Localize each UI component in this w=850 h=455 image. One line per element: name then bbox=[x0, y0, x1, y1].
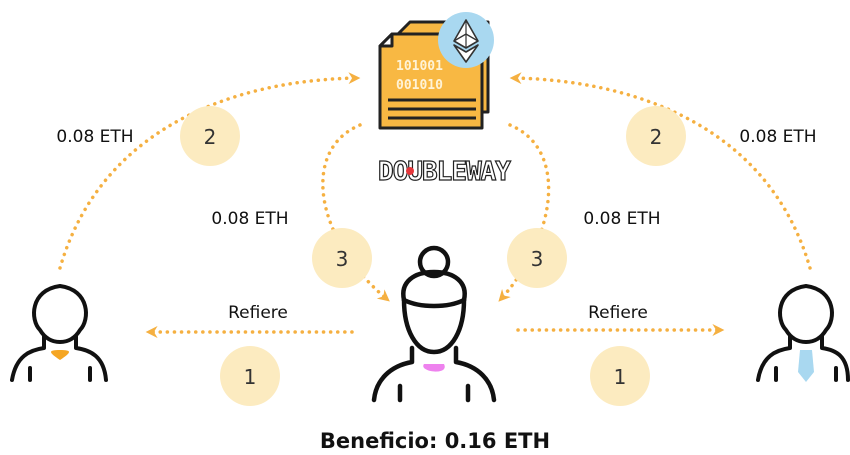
step-number: 3 bbox=[336, 247, 349, 271]
step-circle-right-refer: 1 bbox=[590, 346, 650, 406]
right-person-icon bbox=[756, 284, 850, 382]
payout-label-left-outer: 0.08 ETH bbox=[56, 127, 133, 147]
left-person-icon bbox=[10, 284, 108, 382]
step-circle-right-return: 3 bbox=[507, 228, 567, 288]
benefit-label: Beneficio: 0.16 ETH bbox=[320, 429, 550, 453]
step-number: 1 bbox=[244, 365, 257, 389]
payout-label-left-inner: 0.08 ETH bbox=[211, 209, 288, 229]
doubleway-logo-text: DOUBLEWAY bbox=[378, 157, 511, 187]
code-line-1: 101001 bbox=[396, 59, 443, 74]
step-circle-right-pay: 2 bbox=[626, 106, 686, 166]
ethereum-icon bbox=[438, 12, 494, 68]
step-circle-left-refer: 1 bbox=[220, 346, 280, 406]
arrow-left-person-to-contract bbox=[58, 72, 361, 270]
smart-contract-document-icon: 101001 001010 bbox=[378, 12, 494, 130]
refers-label-left: Refiere bbox=[228, 303, 288, 323]
doubleway-logo: DOUBLEWAY bbox=[377, 156, 512, 187]
step-circle-left-return: 3 bbox=[312, 228, 372, 288]
arrow-right-person-to-contract bbox=[509, 72, 812, 270]
step-circle-left-pay: 2 bbox=[180, 106, 240, 166]
payout-label-right-inner: 0.08 ETH bbox=[583, 209, 660, 229]
refers-label-right: Refiere bbox=[588, 303, 648, 323]
payout-label-right-outer: 0.08 ETH bbox=[739, 127, 816, 147]
step-number: 2 bbox=[650, 125, 663, 149]
code-line-2: 001010 bbox=[396, 78, 443, 93]
doubleway-logo-dot bbox=[406, 167, 414, 175]
center-person-icon bbox=[371, 245, 497, 403]
arrow-contract-to-center-right bbox=[498, 123, 551, 302]
step-number: 2 bbox=[204, 125, 217, 149]
step-number: 1 bbox=[614, 365, 627, 389]
step-number: 3 bbox=[531, 247, 544, 271]
